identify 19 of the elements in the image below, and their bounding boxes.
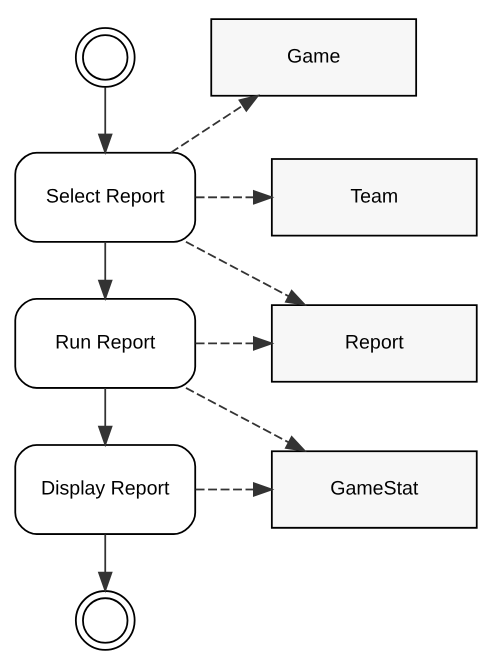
- arrow: [170, 94, 260, 154]
- arrow: [98, 388, 113, 448]
- node-box: Game: [210, 18, 418, 97]
- arrow: [196, 336, 274, 351]
- arrow: [98, 87, 113, 155]
- arrow: [98, 242, 113, 302]
- node-box: Display Report: [14, 444, 196, 535]
- node-box: Run Report: [14, 298, 196, 389]
- arrow: [186, 387, 307, 452]
- node-box: Select Report: [14, 152, 196, 243]
- node-box: GameStat: [270, 450, 478, 529]
- arrow: [98, 534, 113, 594]
- node-box: Report: [270, 304, 478, 383]
- arrow: [186, 241, 307, 306]
- node-circle: [74, 590, 136, 651]
- node-circle: [74, 27, 136, 88]
- node-box: Team: [270, 158, 478, 236]
- arrow: [196, 482, 274, 497]
- arrow: [196, 190, 274, 205]
